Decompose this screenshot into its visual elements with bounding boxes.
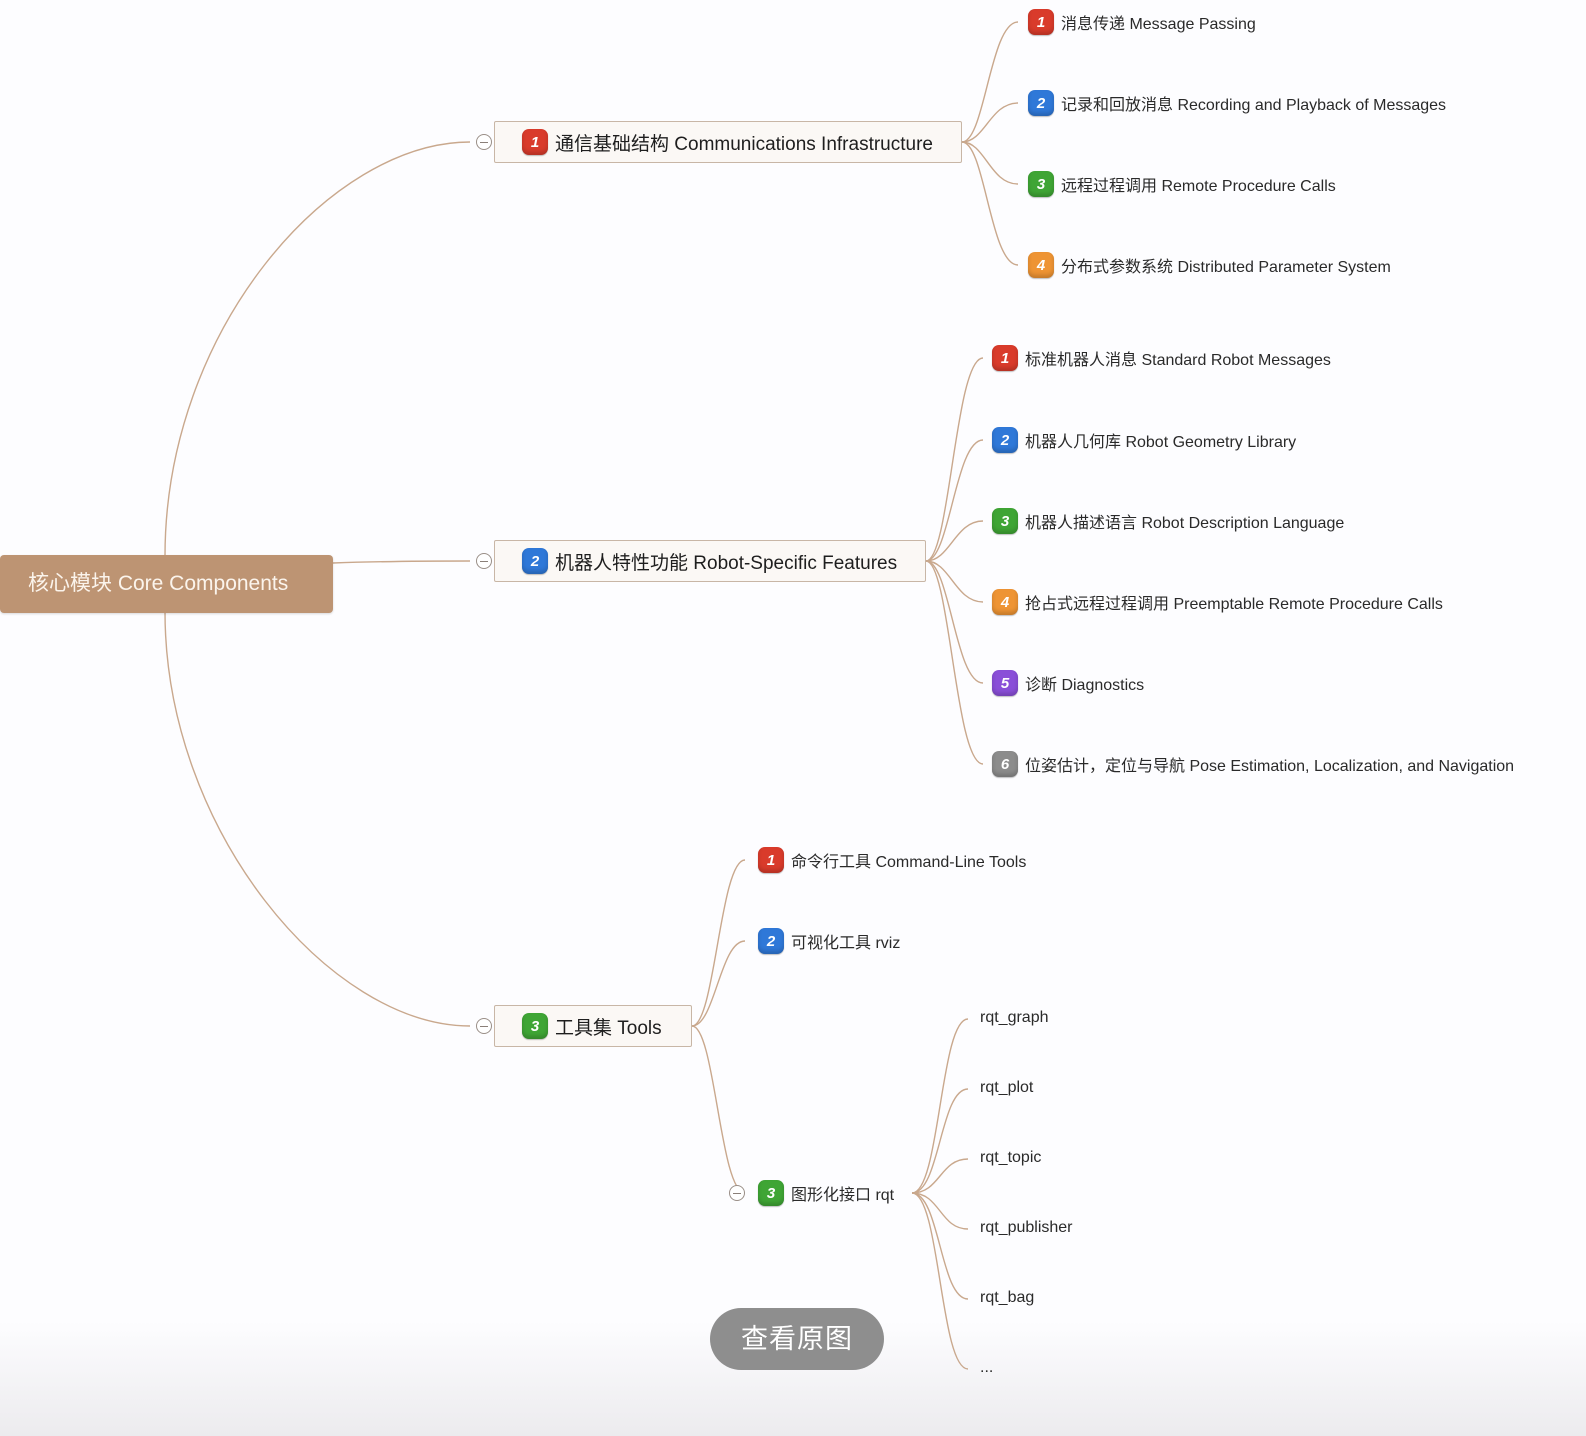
node-rqt[interactable]: 3 图形化接口 rqt bbox=[758, 1179, 894, 1207]
priority-5-icon: 5 bbox=[992, 670, 1018, 696]
node-diagnostics[interactable]: 5 诊断 Diagnostics bbox=[992, 669, 1144, 697]
branch-label: 工具集 Tools bbox=[555, 1017, 662, 1039]
node-preemptable-rpc[interactable]: 4 抢占式远程过程调用 Preemptable Remote Procedure… bbox=[992, 588, 1443, 616]
node-label: 诊断 Diagnostics bbox=[1025, 677, 1145, 694]
branch-tools[interactable]: 3 工具集 Tools bbox=[494, 1005, 692, 1047]
branch-label: 通信基础结构 Communications Infrastructure bbox=[555, 133, 933, 155]
connector-robot-1 bbox=[925, 357, 984, 562]
view-original-button[interactable]: 查看原图 bbox=[710, 1308, 884, 1370]
connector-rqt-1 bbox=[911, 1018, 969, 1194]
collapse-toggle-rqt[interactable] bbox=[729, 1185, 745, 1201]
node-robot-description-language[interactable]: 3 机器人描述语言 Robot Description Language bbox=[992, 507, 1344, 535]
node-rqt-publisher[interactable]: rqt_publisher bbox=[980, 1219, 1073, 1236]
connector-robot-3 bbox=[925, 520, 984, 562]
connector-rqt-4 bbox=[911, 1192, 969, 1230]
connector-tools-2 bbox=[691, 940, 746, 1027]
node-rqt-bag[interactable]: rqt_bag bbox=[980, 1289, 1035, 1306]
node-label: 图形化接口 rqt bbox=[791, 1187, 895, 1204]
priority-2-icon: 2 bbox=[1028, 90, 1054, 116]
connector-tools-1 bbox=[691, 859, 746, 1027]
connector-comm-2 bbox=[961, 102, 1019, 143]
connector-comm-4 bbox=[961, 141, 1019, 266]
priority-3-icon: 3 bbox=[992, 508, 1018, 534]
node-recording-playback[interactable]: 2 记录和回放消息 Recording and Playback of Mess… bbox=[1028, 89, 1446, 117]
priority-2-icon: 2 bbox=[758, 928, 784, 954]
connector-root-robot bbox=[332, 560, 471, 564]
connector-rqt-2 bbox=[911, 1088, 969, 1194]
node-robot-geometry-library[interactable]: 2 机器人几何库 Robot Geometry Library bbox=[992, 426, 1296, 454]
node-label: 位姿估计，定位与导航 Pose Estimation, Localization… bbox=[1025, 758, 1515, 775]
node-message-passing[interactable]: 1 消息传递 Message Passing bbox=[1028, 8, 1256, 36]
connector-robot-5 bbox=[925, 560, 984, 684]
priority-3-icon: 3 bbox=[522, 1013, 548, 1039]
node-label: 命令行工具 Command-Line Tools bbox=[791, 854, 1027, 871]
priority-2-icon: 2 bbox=[992, 427, 1018, 453]
collapse-toggle-robot[interactable] bbox=[476, 553, 492, 569]
node-pose-estimation-navigation[interactable]: 6 位姿估计，定位与导航 Pose Estimation, Localizati… bbox=[992, 750, 1514, 778]
connector-rqt-5 bbox=[911, 1192, 969, 1300]
priority-4-icon: 4 bbox=[1028, 252, 1054, 278]
connector-comm-1 bbox=[961, 21, 1019, 143]
node-rviz[interactable]: 2 可视化工具 rviz bbox=[758, 927, 900, 955]
connector-tools-3 bbox=[691, 1025, 746, 1194]
node-rqt-topic[interactable]: rqt_topic bbox=[980, 1149, 1042, 1166]
branch-robot-specific-features[interactable]: 2 机器人特性功能 Robot-Specific Features bbox=[494, 540, 926, 582]
node-label: 消息传递 Message Passing bbox=[1061, 16, 1256, 33]
node-remote-procedure-calls[interactable]: 3 远程过程调用 Remote Procedure Calls bbox=[1028, 170, 1336, 198]
node-rqt-more[interactable]: ... bbox=[980, 1359, 994, 1376]
priority-1-icon: 1 bbox=[1028, 9, 1054, 35]
connector-root-tools bbox=[164, 611, 471, 1027]
branch-label: 机器人特性功能 Robot-Specific Features bbox=[555, 552, 898, 574]
root-node[interactable]: 核心模块 Core Components bbox=[0, 555, 333, 613]
connector-robot-4 bbox=[925, 560, 984, 603]
connector-robot-2 bbox=[925, 439, 984, 562]
priority-3-icon: 3 bbox=[1028, 171, 1054, 197]
node-label: 机器人描述语言 Robot Description Language bbox=[1025, 515, 1345, 532]
branch-communications-infrastructure[interactable]: 1 通信基础结构 Communications Infrastructure bbox=[494, 121, 962, 163]
priority-3-icon: 3 bbox=[758, 1180, 784, 1206]
node-label: 记录和回放消息 Recording and Playback of Messag… bbox=[1061, 97, 1447, 114]
node-label: 抢占式远程过程调用 Preemptable Remote Procedure C… bbox=[1025, 596, 1443, 613]
priority-1-icon: 1 bbox=[758, 847, 784, 873]
node-distributed-parameter-system[interactable]: 4 分布式参数系统 Distributed Parameter System bbox=[1028, 251, 1391, 279]
node-label: 标准机器人消息 Standard Robot Messages bbox=[1025, 352, 1331, 369]
node-rqt-graph[interactable]: rqt_graph bbox=[980, 1009, 1049, 1026]
collapse-toggle-comm[interactable] bbox=[476, 134, 492, 150]
node-label: 远程过程调用 Remote Procedure Calls bbox=[1061, 178, 1336, 195]
node-label: 分布式参数系统 Distributed Parameter System bbox=[1061, 259, 1391, 276]
node-standard-robot-messages[interactable]: 1 标准机器人消息 Standard Robot Messages bbox=[992, 344, 1331, 372]
priority-2-icon: 2 bbox=[522, 548, 548, 574]
node-rqt-plot[interactable]: rqt_plot bbox=[980, 1079, 1034, 1096]
priority-1-icon: 1 bbox=[992, 345, 1018, 371]
connector-robot-6 bbox=[925, 560, 984, 765]
connector-rqt-3 bbox=[911, 1158, 969, 1194]
priority-6-icon: 6 bbox=[992, 751, 1018, 777]
collapse-toggle-tools[interactable] bbox=[476, 1018, 492, 1034]
connector-rqt-6 bbox=[911, 1192, 969, 1370]
node-label: 机器人几何库 Robot Geometry Library bbox=[1025, 434, 1297, 451]
priority-1-icon: 1 bbox=[522, 129, 548, 155]
node-command-line-tools[interactable]: 1 命令行工具 Command-Line Tools bbox=[758, 846, 1026, 874]
connector-root-comm bbox=[164, 141, 471, 557]
node-label: 可视化工具 rviz bbox=[791, 935, 901, 952]
priority-4-icon: 4 bbox=[992, 589, 1018, 615]
connector-comm-3 bbox=[961, 141, 1019, 185]
